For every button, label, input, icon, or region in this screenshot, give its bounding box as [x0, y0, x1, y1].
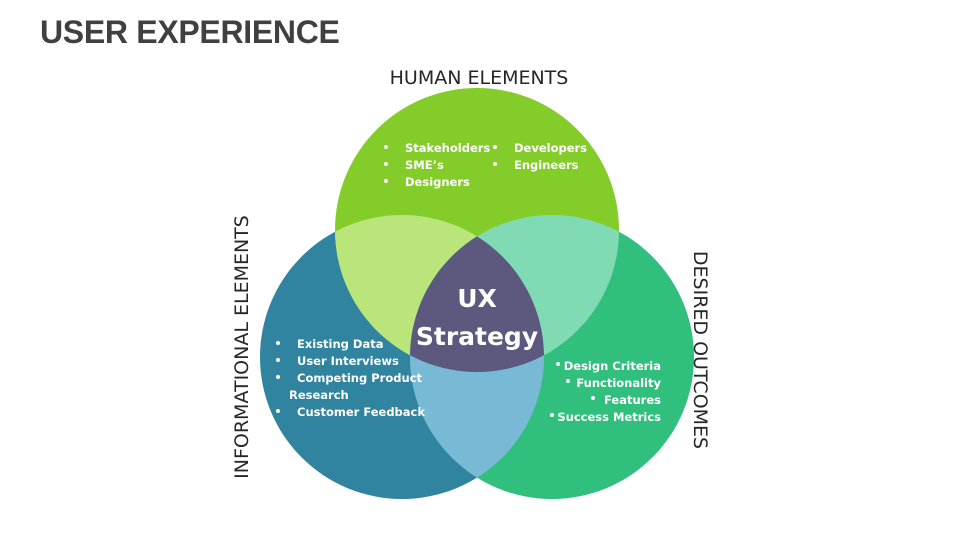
list-item: Functionality	[566, 376, 662, 390]
list-item: SME’s	[384, 158, 444, 172]
list-item-label: Developers	[514, 141, 587, 155]
list-item-label: SME’s	[405, 158, 444, 172]
list-item: Design Criteria	[556, 359, 661, 373]
list-item-label: Stakeholders	[405, 141, 490, 155]
center-label-line-1: UX	[457, 284, 497, 313]
list-item-label: Research	[289, 388, 349, 402]
list-item: User Interviews	[276, 354, 399, 368]
list-item: Competing Product	[276, 371, 422, 385]
list-item: Engineers	[493, 158, 579, 172]
informational-elements-label: INFORMATIONAL ELEMENTS	[231, 215, 253, 479]
list-item: Success Metrics	[550, 410, 661, 424]
desired-outcomes-list: Design Criteria Functionality Features S…	[550, 359, 662, 424]
list-item: Customer Feedback	[276, 405, 425, 419]
list-item-label: Customer Feedback	[297, 405, 425, 419]
list-item: Existing Data	[276, 337, 384, 351]
list-item: Developers	[493, 141, 587, 155]
list-item-continuation: Research	[289, 388, 349, 402]
list-item-label: Features	[604, 393, 661, 407]
list-item: Designers	[384, 175, 470, 189]
list-item: Features	[591, 393, 661, 407]
list-item-label: Functionality	[576, 376, 661, 390]
human-elements-list: Stakeholders SME’s Designers Developers …	[384, 141, 587, 189]
list-item-label: Existing Data	[297, 337, 384, 351]
center-label-line-2: Strategy	[416, 322, 538, 351]
list-item-label: Design Criteria	[564, 359, 661, 373]
human-elements-label: HUMAN ELEMENTS	[390, 67, 569, 89]
list-item-label: Engineers	[514, 158, 579, 172]
list-item-label: Competing Product	[297, 371, 422, 385]
slide-title: USER EXPERIENCE	[40, 14, 340, 50]
list-item-label: User Interviews	[297, 354, 399, 368]
list-item-label: Success Metrics	[557, 410, 661, 424]
desired-outcomes-label: DESIRED OUTCOMES	[689, 251, 711, 449]
informational-elements-list: Existing Data User Interviews Competing …	[276, 337, 425, 419]
ux-strategy-center-region	[410, 215, 544, 372]
list-item-label: Designers	[405, 175, 470, 189]
list-item: Stakeholders	[384, 141, 490, 155]
